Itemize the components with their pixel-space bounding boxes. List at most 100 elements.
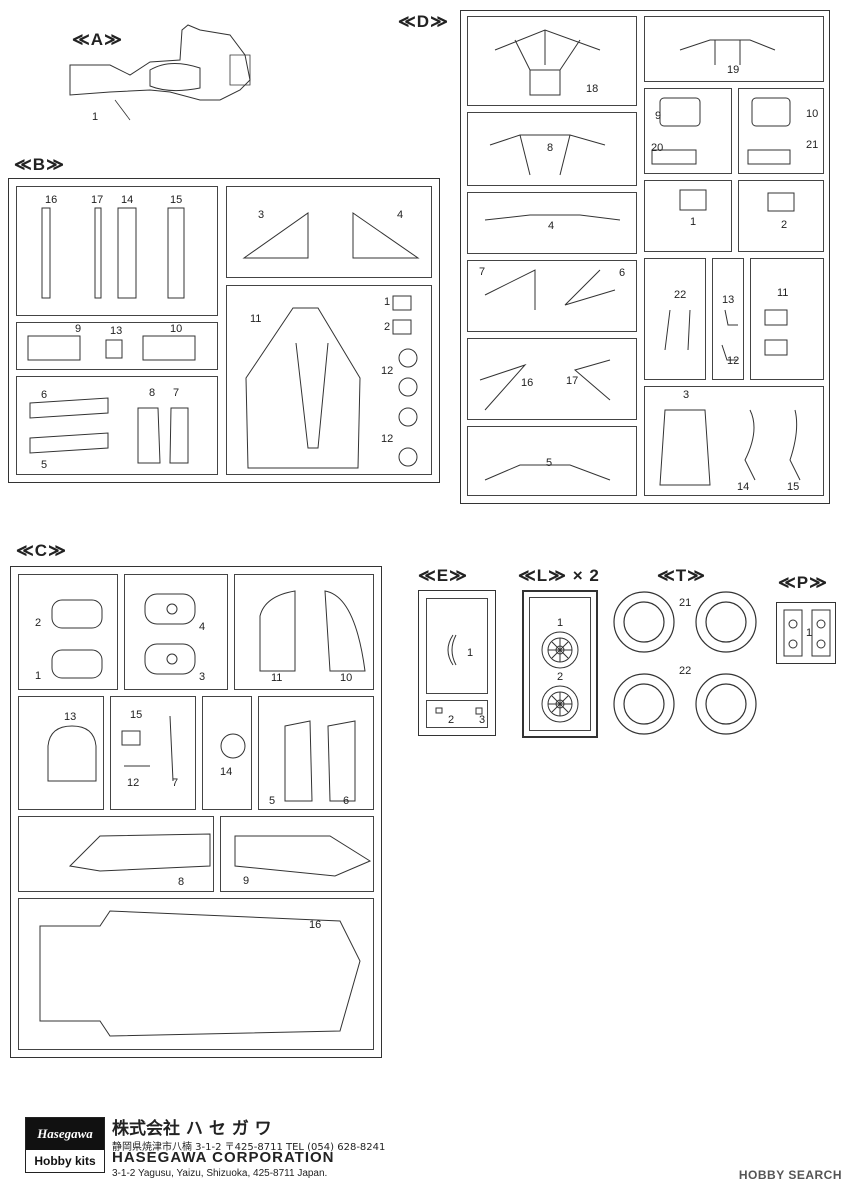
sprue-b-label: 13	[110, 325, 123, 337]
sprue-b-label: 11	[250, 313, 262, 325]
sprue-c-label: 15	[130, 709, 143, 721]
sprue-e-title: ≪E≫	[418, 566, 468, 585]
sprue-p-frame	[776, 602, 836, 664]
sprue-b-label: 15	[170, 194, 183, 206]
sprue-c-cell-14	[202, 696, 252, 810]
sprue-d-label: 22	[674, 289, 687, 301]
sprue-c-label: 6	[343, 795, 350, 807]
sprue-c-cell-16	[18, 898, 374, 1050]
sprue-d-cell-16-17	[467, 338, 637, 420]
sprue-c-frame	[10, 566, 382, 1058]
sprue-l-wheels-svg	[522, 590, 598, 738]
sprue-c-label: 14	[220, 766, 233, 778]
sprue-c-label: 7	[172, 777, 179, 789]
sprue-d-label: 21	[806, 139, 819, 151]
sprue-p-title: ≪P≫	[778, 573, 828, 592]
sprue-b-label: 12	[381, 365, 394, 377]
sprue-p-parts-svg	[776, 602, 836, 664]
sprue-c-label: 11	[271, 672, 283, 684]
sprue-d-label: 13	[722, 294, 735, 306]
sprue-b-label: 3	[258, 209, 265, 221]
sprue-c-label: 9	[243, 875, 250, 887]
sprue-b-label: 10	[170, 323, 183, 335]
sprue-b-label: 2	[384, 321, 391, 333]
sprue-b-label: 14	[121, 194, 134, 206]
sprue-d-label: 2	[781, 219, 788, 231]
sprue-c-cell-13	[18, 696, 104, 810]
sprue-d-cell-7-6	[467, 260, 637, 332]
sprue-e-label: 3	[479, 714, 486, 726]
sprue-b-cell-1	[16, 186, 218, 316]
address-en: 3-1-2 Yagusu, Yaizu, Shizuoka, 425-8711 …	[112, 1168, 328, 1179]
sprue-d-label: 11	[777, 287, 789, 299]
sprue-d-label: 12	[727, 355, 740, 367]
sprue-d-cell-18	[467, 16, 637, 106]
sprue-t-label: 22	[679, 665, 692, 677]
sprue-b-label: 7	[173, 387, 180, 399]
sprue-c-label: 8	[178, 876, 185, 888]
sprue-c-cell-1-2	[18, 574, 118, 690]
sprue-c-cell-9	[220, 816, 374, 892]
sprue-c-cell-10-11	[234, 574, 374, 690]
sprue-d-cell-9-20	[644, 88, 732, 174]
logo-bottom-text: Hobby kits	[34, 1154, 96, 1168]
sprue-d-label: 17	[566, 375, 579, 387]
sprue-d-label: 16	[521, 377, 534, 389]
sprue-l-label: 1	[557, 617, 564, 629]
sprue-d-cell-1	[644, 180, 732, 252]
sprue-e-frame	[418, 590, 496, 736]
sprue-c-cell-3-4	[124, 574, 228, 690]
sprue-d-label: 3	[683, 389, 690, 401]
sprue-d-cell-8	[467, 112, 637, 186]
sprue-d-label: 5	[546, 457, 553, 469]
sprue-d-cell-13-12	[712, 258, 744, 380]
sprue-l-title: ≪L≫ × 2	[518, 566, 600, 585]
sprue-l-cell	[529, 597, 591, 731]
company-name-en: HASEGAWA CORPORATION	[112, 1149, 335, 1166]
sprue-b-cell-3	[16, 322, 218, 370]
sprue-b-label: 17	[91, 194, 104, 206]
sprue-b-label: 9	[75, 323, 82, 335]
sprue-d-label: 6	[619, 267, 626, 279]
sprue-a-title: ≪A≫	[72, 30, 123, 49]
hasegawa-logo: Hasegawa Hobby kits	[25, 1117, 105, 1173]
sprue-b-label: 8	[149, 387, 156, 399]
sprue-d-cell-3-14-15	[644, 386, 824, 496]
sprue-c-cell-5-6	[258, 696, 374, 810]
sprue-b-cell-4	[226, 285, 432, 475]
sprue-e-label: 1	[467, 647, 474, 659]
sprue-d-title: ≪D≫	[398, 12, 449, 31]
sprue-b-label: 5	[41, 459, 48, 471]
sprue-c-label: 12	[127, 777, 140, 789]
sprue-c-label: 16	[309, 919, 322, 931]
sprue-d-parts-svg	[460, 10, 830, 504]
sprue-c-label: 3	[199, 671, 206, 683]
sprue-b-parts-svg	[8, 178, 440, 483]
sprue-d-cell-10-21	[738, 88, 824, 174]
logo-top-text: Hasegawa	[26, 1118, 104, 1150]
sprue-c-label: 1	[35, 670, 42, 682]
sprue-t-title: ≪T≫	[657, 566, 706, 585]
sprue-d-cell-5	[467, 426, 637, 496]
sprue-t-tires-svg	[612, 590, 762, 740]
sprue-c-label: 5	[269, 795, 276, 807]
sprue-d-label: 10	[806, 108, 819, 120]
sprue-b-label: 12	[381, 433, 394, 445]
sprue-l-label: 2	[557, 671, 564, 683]
sprue-d-label: 7	[479, 266, 486, 278]
sprue-e-label: 2	[448, 714, 455, 726]
sprue-d-cell-22	[644, 258, 706, 380]
sprue-p-label: 1	[806, 627, 813, 639]
sprue-d-cell-4	[467, 192, 637, 254]
sprue-b-label: 6	[41, 389, 48, 401]
sprue-d-label: 18	[586, 83, 599, 95]
sprue-b-label: 1	[384, 296, 391, 308]
sprue-c-label: 2	[35, 617, 42, 629]
sprue-d-label: 19	[727, 64, 740, 76]
sprue-b-frame	[8, 178, 440, 483]
company-name-jp: 株式会社 ハ セ ガ ワ	[112, 1119, 272, 1139]
sprue-d-cell-19	[644, 16, 824, 82]
sprue-c-cell-8	[18, 816, 214, 892]
sprue-a-label: 1	[92, 111, 99, 123]
sprue-d-label: 4	[548, 220, 555, 232]
